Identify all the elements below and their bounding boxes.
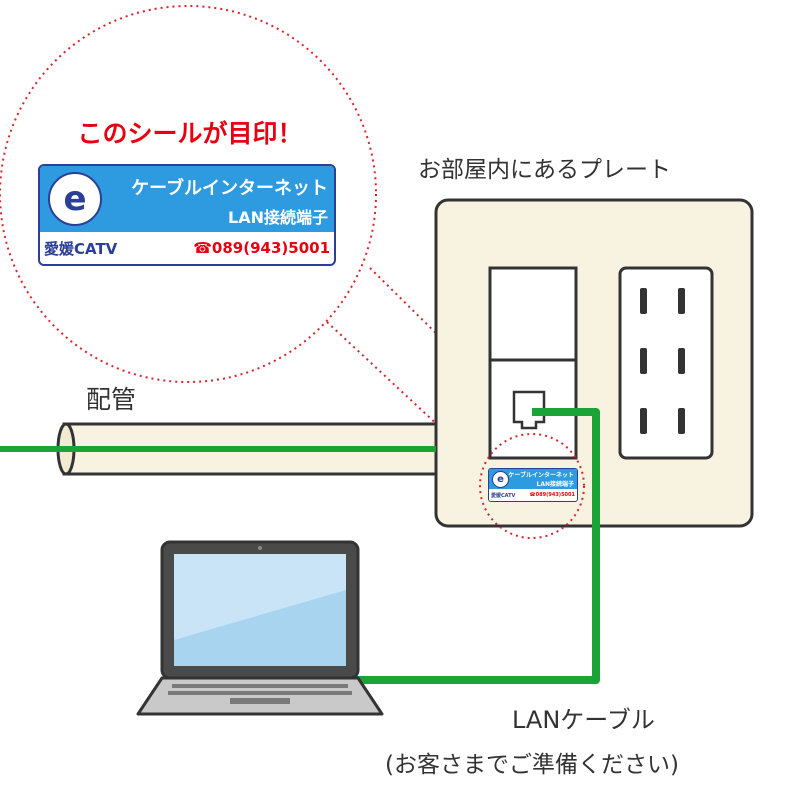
sticker-company: 愛媛CATV [44,239,118,258]
lan-cable-label: LANケーブル [512,706,655,734]
lan-terminal-sticker-large: e ケーブルインターネット LAN接続端子 愛媛CATV ☎089(943)50… [38,164,336,266]
cable-internet-logo-icon: e [492,471,509,488]
sticker-title: ケーブルインターネット [508,472,574,479]
sticker-subtitle: LAN接続端子 [536,481,575,488]
sticker-footer: 愛媛CATV ☎089(943)5001 [44,236,330,260]
wall-plate-label: お部屋内にあるプレート [418,157,671,183]
cable-internet-logo-icon: e [48,172,102,226]
callout-connector-line [369,267,533,429]
callout-heading: このシールが目印！ [77,119,303,148]
sticker-company: 愛媛CATV [491,492,516,499]
outlet-slots [640,288,685,434]
laptop-keyboard [168,684,352,704]
screen-glare [174,554,346,640]
lan-port-module [488,266,578,460]
sticker-subtitle: LAN接続端子 [228,208,328,227]
lan-cable [352,408,600,684]
power-outlet [618,266,714,460]
sticker-phone: ☎089(943)5001 [529,492,575,498]
sticker-phone: ☎089(943)5001 [193,239,330,257]
lan-jack-icon [512,390,546,430]
sticker-footer: 愛媛CATV ☎089(943)5001 [491,490,575,500]
sticker-band [489,469,577,489]
callout-circle [0,5,377,383]
laptop-base [136,676,384,716]
lan-cable-note: (お客さまでご準備ください) [385,752,679,778]
lan-terminal-sticker-small: e ケーブルインターネット LAN接続端子 愛媛CATV ☎089(943)50… [488,468,578,502]
sticker-title: ケーブルインターネット [131,178,328,199]
pipe-label: 配管 [86,385,137,414]
laptop-icon [136,540,384,716]
laptop-camera [258,546,262,550]
sticker-highlight-circle [479,433,585,539]
